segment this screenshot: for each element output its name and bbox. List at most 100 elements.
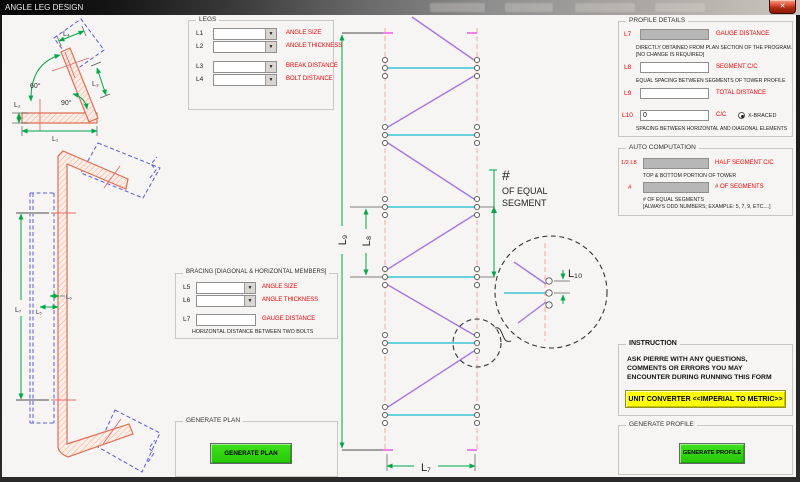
ac-seg-note2: [ALWAYS ODD NUMBERS; EXAMPLE: 5, 7, 9, E… xyxy=(643,204,771,210)
unit-converter-button[interactable]: UNIT CONVERTER <<IMPERIAL TO METRIC>> xyxy=(625,390,786,408)
ac-seg-field xyxy=(643,182,709,193)
generate-profile-button[interactable]: GENERATE PROFILE xyxy=(679,443,745,464)
pd-l8-input[interactable] xyxy=(640,62,709,73)
ac-half-note: TOP & BOTTOM PORTION OF TOWER xyxy=(643,173,737,179)
generate-plan-group: GENERATE PLAN GENERATE PLAN xyxy=(175,417,338,477)
dim-label-l9: L₉ xyxy=(337,235,349,245)
pd-l7-note2: [NO CHANGE IS REQUIRED] xyxy=(636,52,705,58)
l3-break-distance-combo[interactable]: ▼ xyxy=(213,61,277,73)
dim-label-member-length: L₇ xyxy=(15,307,22,314)
chevron-down-icon: ▼ xyxy=(265,29,276,39)
l6-label: ANGLE THICKNESS xyxy=(262,297,319,303)
tower-legs xyxy=(384,28,478,452)
l6-id-label: L6 xyxy=(183,297,191,304)
profile-details-group: PROFILE DETAILS L7 GAUGE DISTANCE DIRECT… xyxy=(618,17,793,137)
titlebar-reflection xyxy=(430,3,485,12)
dim-l8: L₈ xyxy=(350,206,382,278)
ac-half-field xyxy=(643,158,709,169)
l5-label: ANGLE SIZE xyxy=(262,284,298,290)
leg-plan-drawing-svg: L₁ L₂ 60° 90° L₃ L₄ xyxy=(12,18,161,473)
l7-label: GAUGE DISTANCE xyxy=(262,316,316,322)
pd-l7-field xyxy=(640,29,709,40)
titlebar-reflection xyxy=(505,3,553,12)
auto-computation-group-title: AUTO COMPUTATION xyxy=(626,144,699,151)
chevron-down-icon: ▼ xyxy=(265,75,276,85)
instruction-line3: ENCOUNTER DURING RUNNING THIS FORM xyxy=(627,374,772,381)
bracing-group-title: BRACING [DIAGONAL & HORIZONTAL MEMBERS] xyxy=(183,269,330,275)
dim-label-l5: L₅ xyxy=(36,310,42,316)
dim-label-l8: L₈ xyxy=(361,236,373,247)
dim-label-l2: L₂ xyxy=(14,102,21,109)
l1-label: ANGLE SIZE xyxy=(286,30,322,36)
bracing-group: BRACING [DIAGONAL & HORIZONTAL MEMBERS] … xyxy=(175,269,338,339)
titlebar-reflection xyxy=(655,3,705,12)
ac-half-label: HALF SEGMENT C/C xyxy=(715,160,774,166)
chevron-down-icon: ▼ xyxy=(265,62,276,72)
instruction-group: INSTRUCTION ASK PIERRE WITH ANY QUESTION… xyxy=(618,340,793,416)
l4-id-label: L4 xyxy=(196,76,204,83)
generate-plan-button[interactable]: GENERATE PLAN xyxy=(210,443,292,464)
l5-angle-size-combo[interactable]: ▼ xyxy=(196,282,256,294)
l1-angle-size-combo[interactable]: ▼ xyxy=(213,28,277,40)
diagonal-bracing xyxy=(387,16,475,408)
dim-l7: L₇ xyxy=(386,454,476,474)
instruction-group-title: INSTRUCTION xyxy=(626,340,680,347)
pd-l9-input[interactable] xyxy=(640,88,709,99)
titlebar-reflection xyxy=(575,3,635,12)
pd-l8-id: L8 xyxy=(624,64,632,71)
x-braced-radio[interactable] xyxy=(738,112,745,119)
segment-count-hash: # xyxy=(502,167,510,183)
leg-bend-detail-drawing: L₁ L₂ 60° 90° L₃ L₄ xyxy=(12,18,111,143)
title-bar[interactable]: ANGLE LEG DESIGN ✕ xyxy=(0,0,800,15)
dim-label-l4: L₄ xyxy=(63,31,70,38)
l1-id-label: L1 xyxy=(196,30,204,37)
horizontal-members xyxy=(388,67,474,416)
pd-l9-id: L9 xyxy=(624,90,632,97)
l3-label: BREAK DISTANCE xyxy=(286,63,338,69)
l2-label: ANGLE THICKNESS xyxy=(286,43,343,49)
l6-angle-thickness-combo[interactable]: ▼ xyxy=(196,295,256,307)
l7-id-label: L7 xyxy=(183,316,191,323)
generate-profile-group-title: GENERATE PROFILE xyxy=(626,421,697,428)
dim-segment-count: # OF EQUAL SEGMENT xyxy=(480,167,548,278)
pd-l8-note: EQUAL SPACING BETWEEN SEGMENTS OF TOWER … xyxy=(636,78,786,84)
close-icon[interactable]: ✕ xyxy=(769,0,796,14)
pd-l10-label: C/C xyxy=(716,112,727,118)
instruction-line2: COMMENTS OR ERRORS YOU MAY xyxy=(627,365,743,372)
l4-bolt-distance-combo[interactable]: ▼ xyxy=(213,74,277,86)
dim-label-l10: L₁₀ xyxy=(568,268,582,280)
pd-l7-note1: DIRECTLY OBTAINED FROM PLAN SECTION OF T… xyxy=(636,45,793,51)
ac-seg-note1: # OF EQUAL SEGMENTS xyxy=(643,197,704,203)
l4-label: BOLT DISTANCE xyxy=(286,76,333,82)
l2-angle-thickness-combo[interactable]: ▼ xyxy=(213,41,277,53)
dim-l9: L₉ xyxy=(337,34,349,449)
pd-l10-note: SPACING BETWEEN HORIZONTAL AND DIAGONAL … xyxy=(636,126,788,132)
bracing-member-drawing: L₇ L₆ L₅ xyxy=(15,142,161,473)
dim-label-60deg: 60° xyxy=(30,82,41,90)
auto-computation-group: AUTO COMPUTATION 1/2 L8 HALF SEGMENT C/C… xyxy=(618,144,793,216)
instruction-line1: ASK PIERRE WITH ANY QUESTIONS, xyxy=(627,356,748,363)
window-title: ANGLE LEG DESIGN xyxy=(5,3,84,12)
dim-label-l1: L₁ xyxy=(52,136,59,143)
ac-seg-id: # xyxy=(628,184,632,191)
legs-group-title: LEGS xyxy=(196,16,220,23)
pd-l8-label: SEGMENT C/C xyxy=(716,64,758,70)
tower-profile-svg: L₉ L₈ # OF EQUAL SEGMENT L₇ xyxy=(337,16,608,474)
pd-l9-label: TOTAL DISTANCE xyxy=(716,90,767,96)
profile-details-group-title: PROFILE DETAILS xyxy=(626,17,689,24)
pd-l10-input[interactable] xyxy=(640,110,709,121)
dim-label-l7: L₇ xyxy=(421,462,431,474)
segment-count-line1: OF EQUAL xyxy=(502,186,548,196)
pd-l7-id: L7 xyxy=(624,31,632,38)
l7-gauge-distance-input[interactable] xyxy=(196,314,256,326)
ac-half-id: 1/2 L8 xyxy=(621,160,637,166)
chevron-down-icon: ▼ xyxy=(244,296,255,306)
dim-label-90deg: 90° xyxy=(61,99,72,107)
dim-label-l6: L₆ xyxy=(66,295,72,301)
generate-plan-group-title: GENERATE PLAN xyxy=(183,417,244,424)
gauge-note: HORIZONTAL DISTANCE BETWEEN TWO BOLTS xyxy=(192,329,314,335)
l5-id-label: L5 xyxy=(183,284,191,291)
legs-group: LEGS L1 ▼ ANGLE SIZE L2 ▼ ANGLE THICKNES… xyxy=(188,16,342,110)
detail-bubble: L₁₀ xyxy=(452,235,608,368)
